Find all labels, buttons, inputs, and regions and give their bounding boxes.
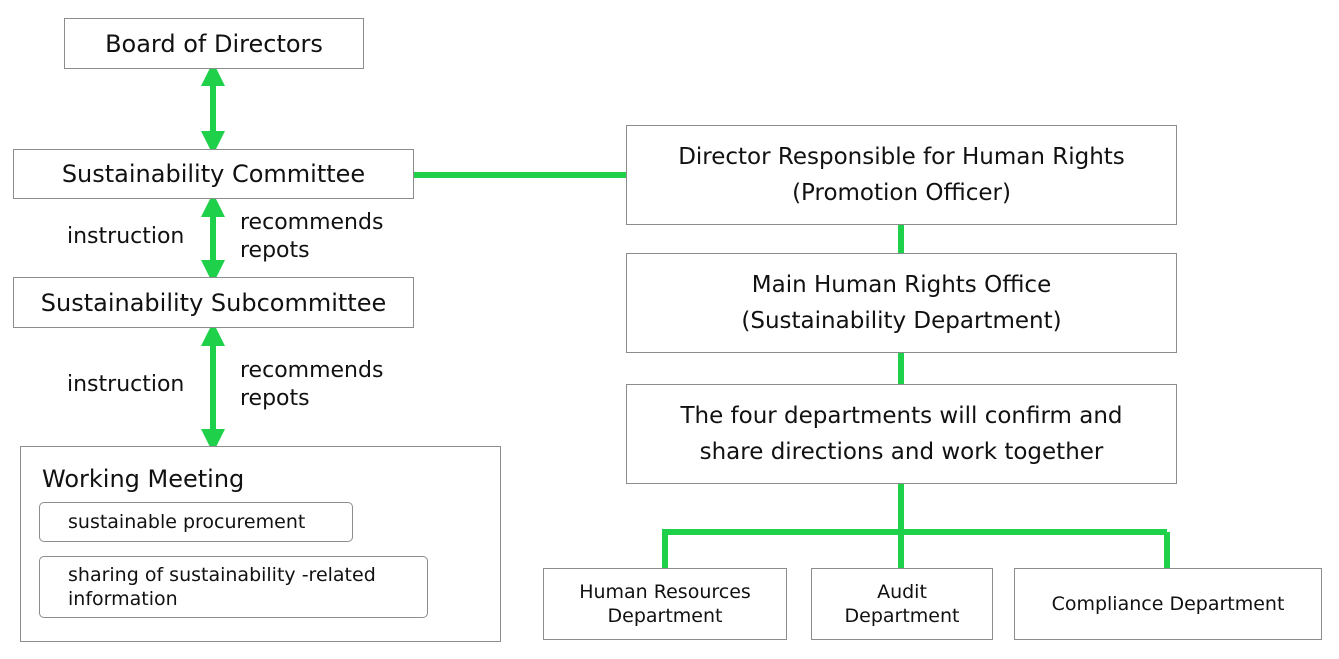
board-of-directors-box: Board of Directors [64,18,364,69]
sustainability-committee-box: Sustainability Committee [13,149,414,199]
department-label-line: Department [607,605,723,627]
recommends-label-1: recommends [240,210,384,235]
four-departments-box: The four departments will confirm and sh… [626,384,1177,484]
working-meeting-item: sustainable procurement [39,502,353,542]
department-label-line: Compliance Department [1051,593,1285,615]
department-label-line: Department [844,605,960,627]
reports-label-2: repots [240,386,310,411]
compliance-department-box: Compliance Department [1014,568,1322,640]
working-meeting-item: sharing of sustainability -related infor… [39,556,428,618]
working-meeting-item-line: sustainable procurement [68,511,306,533]
main-human-rights-office-line2: (Sustainability Department) [741,308,1062,334]
sustainability-subcommittee-label: Sustainability Subcommittee [40,288,387,317]
audit-department-box: Audit Department [811,568,993,640]
department-label-line: Audit [877,581,927,603]
main-human-rights-office-line1: Main Human Rights Office [751,272,1052,298]
board-of-directors-label: Board of Directors [105,29,323,58]
four-departments-line2: share directions and work together [699,439,1104,465]
instruction-label-2: instruction [67,372,185,397]
sustainability-committee-label: Sustainability Committee [61,160,366,188]
sustainability-subcommittee-box: Sustainability Subcommittee [13,277,414,328]
working-meeting-item-line: information [68,588,178,610]
department-label-line: Human Resources [579,581,751,603]
director-human-rights-box: Director Responsible for Human Rights (P… [626,125,1177,225]
reports-label-1: repots [240,238,310,263]
working-meeting-item-line: sharing of sustainability -related [68,564,376,586]
director-human-rights-line2: (Promotion Officer) [792,180,1011,206]
director-human-rights-line1: Director Responsible for Human Rights [678,144,1125,170]
working-meeting-box: Working Meeting sustainable procurement … [20,446,501,642]
recommends-label-2: recommends [240,358,384,383]
four-departments-line1: The four departments will confirm and [680,403,1123,429]
main-human-rights-office-box: Main Human Rights Office (Sustainability… [626,253,1177,353]
instruction-label-1: instruction [67,224,185,249]
human-resources-department-box: Human Resources Department [543,568,787,640]
working-meeting-title: Working Meeting [42,465,245,493]
